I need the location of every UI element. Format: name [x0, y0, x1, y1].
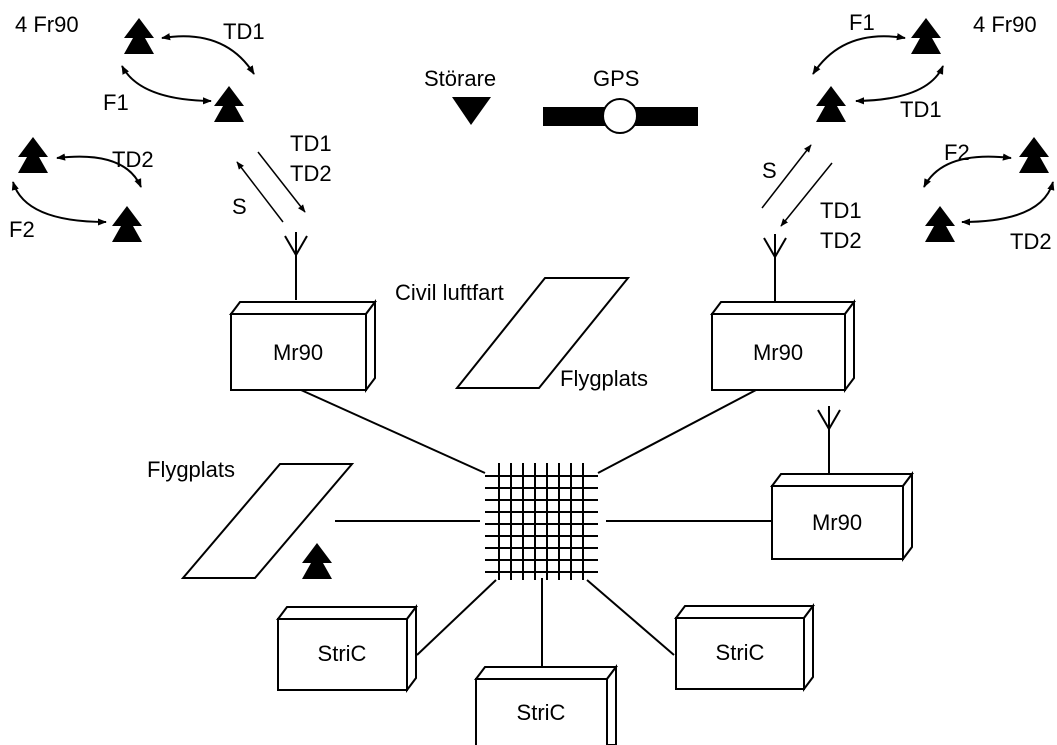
civil-aviation-label: Civil luftfart — [395, 280, 504, 305]
aircraft-icon — [816, 86, 846, 122]
link-arrow-f2 — [923, 153, 1012, 188]
link-arrow-f1 — [121, 65, 212, 105]
stric-box-center: StriC — [474, 664, 618, 745]
mr90-label: Mr90 — [273, 340, 323, 365]
link-arrow-f2 — [11, 181, 107, 226]
link-arrow-f1 — [812, 33, 906, 75]
link-label-td2: TD2 — [820, 228, 862, 253]
label-td1: TD1 — [223, 19, 265, 44]
antenna-icon — [284, 232, 308, 300]
stric-label: StriC — [318, 641, 367, 666]
aircraft-icon — [925, 206, 955, 242]
antenna-icon — [763, 234, 787, 302]
stric-box-left: StriC — [276, 604, 418, 693]
mr90-label: Mr90 — [753, 340, 803, 365]
link-arrow-td2 — [961, 181, 1055, 226]
link-arrow-td2 — [56, 153, 142, 188]
runway-icon — [454, 277, 631, 389]
group-label-top-right: 4 Fr90 — [973, 12, 1037, 37]
link-arrow-td1 — [855, 65, 944, 105]
label-f2: F2 — [9, 217, 35, 242]
link-label-td1: TD1 — [290, 131, 332, 156]
label-td1: TD1 — [900, 97, 942, 122]
jammer-label: Störare — [424, 66, 496, 91]
mr90-box-lower: Mr90 — [770, 471, 914, 562]
link-label-td1: TD1 — [820, 198, 862, 223]
fighter-group-top-right: 4 Fr90 F1 TD1 F2 TD2 S TD1 TD2 — [761, 10, 1055, 254]
label-td2: TD2 — [112, 147, 154, 172]
gps-label: GPS — [593, 66, 639, 91]
military-airfield: Flygplats — [147, 457, 355, 579]
aircraft-icon — [112, 206, 142, 242]
mr90-box-left: Mr90 — [229, 299, 377, 393]
stric-label: StriC — [517, 700, 566, 725]
group-label-top-left: 4 Fr90 — [15, 12, 79, 37]
airfield-label: Flygplats — [560, 366, 648, 391]
mr90-label: Mr90 — [812, 510, 862, 535]
label-f2: F2 — [944, 140, 970, 165]
label-td2: TD2 — [1010, 229, 1052, 254]
civil-airfield: Civil luftfart Flygplats — [395, 277, 648, 391]
stric-box-right: StriC — [674, 603, 815, 692]
mr90-box-right: Mr90 — [710, 299, 856, 393]
network-connections — [300, 389, 772, 666]
uplink-arrow-td — [257, 151, 306, 213]
gps-satellite: GPS — [543, 66, 698, 134]
aircraft-icon — [911, 18, 941, 54]
downlink-arrow-td — [780, 162, 833, 227]
label-f1: F1 — [103, 90, 129, 115]
aircraft-icon — [1019, 137, 1049, 173]
network-grid-icon — [485, 463, 598, 580]
aircraft-icon — [302, 543, 332, 579]
jammer-triangle-icon — [452, 97, 491, 125]
link-label-td2: TD2 — [290, 161, 332, 186]
airfield-label: Flygplats — [147, 457, 235, 482]
uplink-arrow-s — [761, 144, 812, 209]
link-label-s: S — [232, 194, 247, 219]
fighter-group-top-left: 4 Fr90 TD1 F1 TD2 F2 TD1 TD2 S — [9, 12, 332, 242]
gps-satellite-icon — [543, 98, 698, 134]
downlink-arrow-s — [236, 161, 284, 223]
stric-label: StriC — [716, 640, 765, 665]
link-arrow-td1 — [161, 33, 255, 75]
label-f1: F1 — [849, 10, 875, 35]
aircraft-icon — [18, 137, 48, 173]
runway-icon — [180, 463, 355, 579]
antenna-icon — [817, 406, 841, 474]
link-label-s: S — [762, 158, 777, 183]
aircraft-icon — [124, 18, 154, 54]
aircraft-icon — [214, 86, 244, 122]
jammer: Störare — [424, 66, 496, 125]
